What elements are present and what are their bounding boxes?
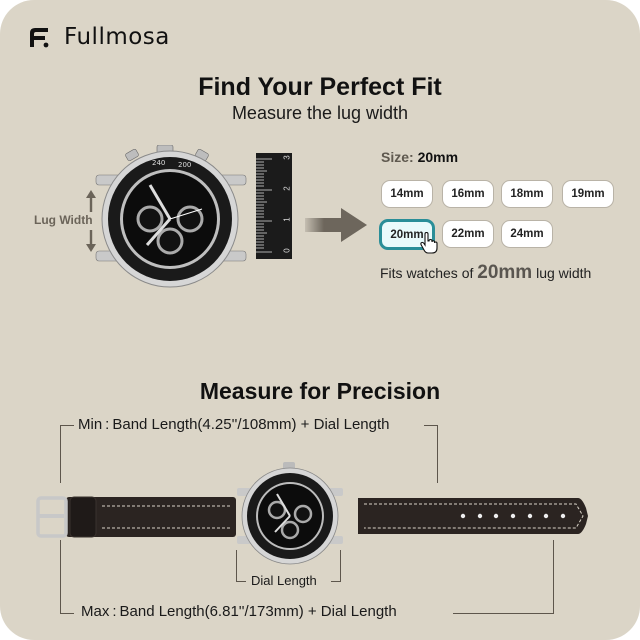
dial-bracket-line (236, 550, 238, 581)
watch-illustration: 240 200 (95, 145, 247, 288)
max-bracket-line (453, 613, 553, 615)
brand-logo: Fullmosa (28, 24, 170, 50)
max-length-label: Max:Band Length(6.81''/173mm) + Dial Len… (81, 603, 397, 620)
size-label: Size: 20mm (381, 149, 459, 165)
min-bracket-line (60, 425, 74, 427)
strap-holes-piece (358, 498, 588, 534)
dial-bracket-line (340, 550, 342, 581)
max-bracket-line (60, 540, 62, 613)
size-option-16mm[interactable]: 16mm (442, 180, 494, 208)
size-option-19mm[interactable]: 19mm (562, 180, 614, 208)
brand-name: Fullmosa (64, 24, 170, 50)
lug-width-label: Lug Width (34, 213, 93, 227)
min-bracket-line (60, 425, 62, 483)
dial-bracket-line (331, 581, 341, 583)
size-option-14mm[interactable]: 14mm (381, 180, 433, 208)
hand-pointer-icon (420, 232, 438, 254)
size-option-18mm[interactable]: 18mm (501, 180, 553, 208)
ruler-number: 1 (282, 217, 292, 222)
dial-length-label: Dial Length (251, 573, 317, 588)
size-option-24mm[interactable]: 24mm (501, 220, 553, 248)
min-length-label: Min:Band Length(4.25''/108mm) + Dial Len… (78, 416, 390, 433)
ruler: 3 2 1 0 (256, 153, 292, 259)
min-bracket-line (437, 425, 439, 483)
fit-title: Find Your Perfect Fit (198, 73, 442, 101)
ruler-number: 2 (282, 186, 292, 191)
svg-text:240: 240 (152, 159, 165, 167)
f-dot-logo-icon (30, 28, 49, 48)
right-arrow-icon (305, 208, 367, 242)
ruler-ticks (256, 158, 272, 253)
strap-buckle-piece (36, 496, 236, 538)
fit-subtitle: Measure the lug width (231, 103, 409, 123)
double-arrow-icon (86, 190, 96, 252)
fits-description: Fits watches of 20mm lug width (380, 262, 592, 283)
precision-title: Measure for Precision (199, 378, 441, 404)
ruler-number: 0 (282, 248, 292, 253)
watch-dial-illustration (237, 462, 343, 565)
selected-size-value: 20mm (417, 149, 459, 165)
min-bracket-line (424, 425, 438, 427)
max-bracket-line (553, 540, 555, 614)
max-bracket-line (60, 613, 74, 615)
dial-bracket-line (236, 581, 246, 583)
size-option-22mm[interactable]: 22mm (442, 220, 494, 248)
svg-text:200: 200 (178, 161, 191, 169)
ruler-number: 3 (282, 155, 292, 160)
fits-size-highlight: 20mm (477, 262, 533, 283)
